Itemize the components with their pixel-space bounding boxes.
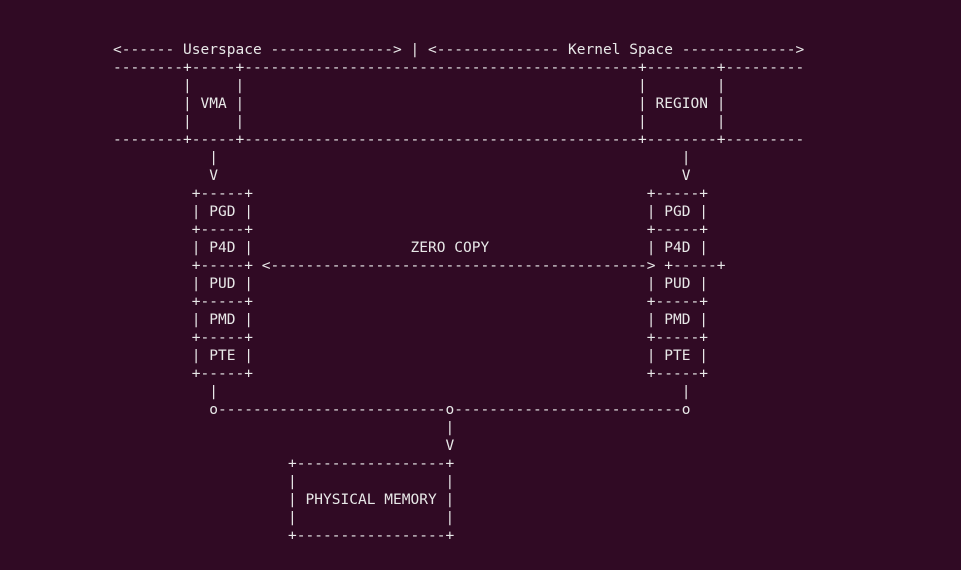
- terminal-line-15: +-----+ +-----+: [113, 294, 708, 310]
- terminal-line-24: +-----------------+: [113, 456, 455, 472]
- terminal-line-14: | PUD | | PUD |: [113, 276, 708, 292]
- terminal-line-6: --------+-----+-------------------------…: [113, 132, 805, 148]
- terminal-line-28: +-----------------+: [113, 528, 455, 544]
- terminal-line-16: | PMD | | PMD |: [113, 312, 708, 328]
- terminal-line-25: | |: [113, 474, 455, 490]
- terminal-line-13: +-----+ <-------------------------------…: [113, 258, 726, 274]
- terminal-line-22: |: [113, 420, 455, 436]
- terminal-line-5: | | | |: [113, 114, 726, 130]
- terminal-line-20: | |: [113, 384, 691, 400]
- terminal-line-11: +-----+ +-----+: [113, 222, 708, 238]
- terminal-line-23: V: [113, 438, 455, 454]
- terminal-line-17: +-----+ +-----+: [113, 330, 708, 346]
- terminal-line-21: o--------------------------o------------…: [113, 402, 691, 418]
- terminal-line-18: | PTE | | PTE |: [113, 348, 708, 364]
- terminal-line-9: +-----+ +-----+: [113, 186, 708, 202]
- terminal-line-27: | |: [113, 510, 455, 526]
- terminal-line-2: --------+-----+-------------------------…: [113, 60, 805, 76]
- terminal-output: <------ Userspace --------------> | <---…: [113, 41, 804, 545]
- terminal-line-1: <------ Userspace --------------> | <---…: [113, 42, 805, 58]
- terminal-line-19: +-----+ +-----+: [113, 366, 708, 382]
- terminal-line-7: | |: [113, 150, 691, 166]
- terminal-line-12: | P4D | ZERO COPY | P4D |: [113, 240, 708, 256]
- terminal-line-26: | PHYSICAL MEMORY |: [113, 492, 455, 508]
- terminal-line-10: | PGD | | PGD |: [113, 204, 708, 220]
- terminal-line-4: | VMA | | REGION |: [113, 96, 726, 112]
- terminal-line-3: | | | |: [113, 78, 726, 94]
- terminal-line-8: V V: [113, 168, 691, 184]
